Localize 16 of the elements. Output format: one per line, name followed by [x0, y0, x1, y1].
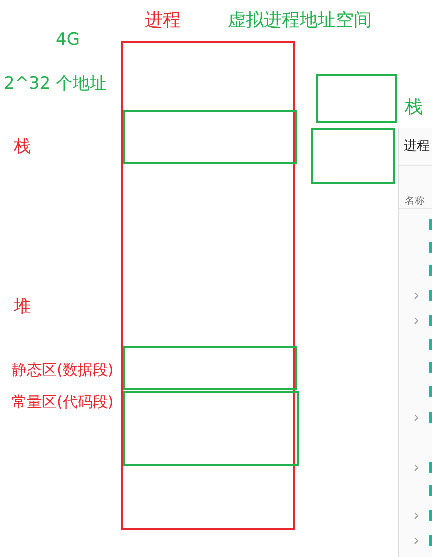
- segment-label: 常量区(代码段): [12, 393, 114, 412]
- memory-segment: [123, 110, 297, 164]
- memory-segment: [123, 391, 299, 466]
- block-heading: 进程: [145, 9, 181, 32]
- tab-label: 进程: [404, 138, 430, 155]
- segment-label: 栈: [405, 96, 423, 119]
- segment-label: 静态区(数据段): [12, 361, 114, 380]
- column-header: 名称: [405, 195, 425, 208]
- section-title: 虚拟进程地址空间: [228, 9, 372, 32]
- size-label: 4G: [56, 30, 80, 50]
- memory-segment: [123, 346, 297, 390]
- address-count-label: 2^32 个地址: [4, 73, 108, 95]
- segment-label: 堆: [14, 296, 31, 318]
- empty-box: [316, 74, 397, 123]
- segment-label: 栈: [14, 136, 31, 158]
- empty-box: [311, 128, 395, 184]
